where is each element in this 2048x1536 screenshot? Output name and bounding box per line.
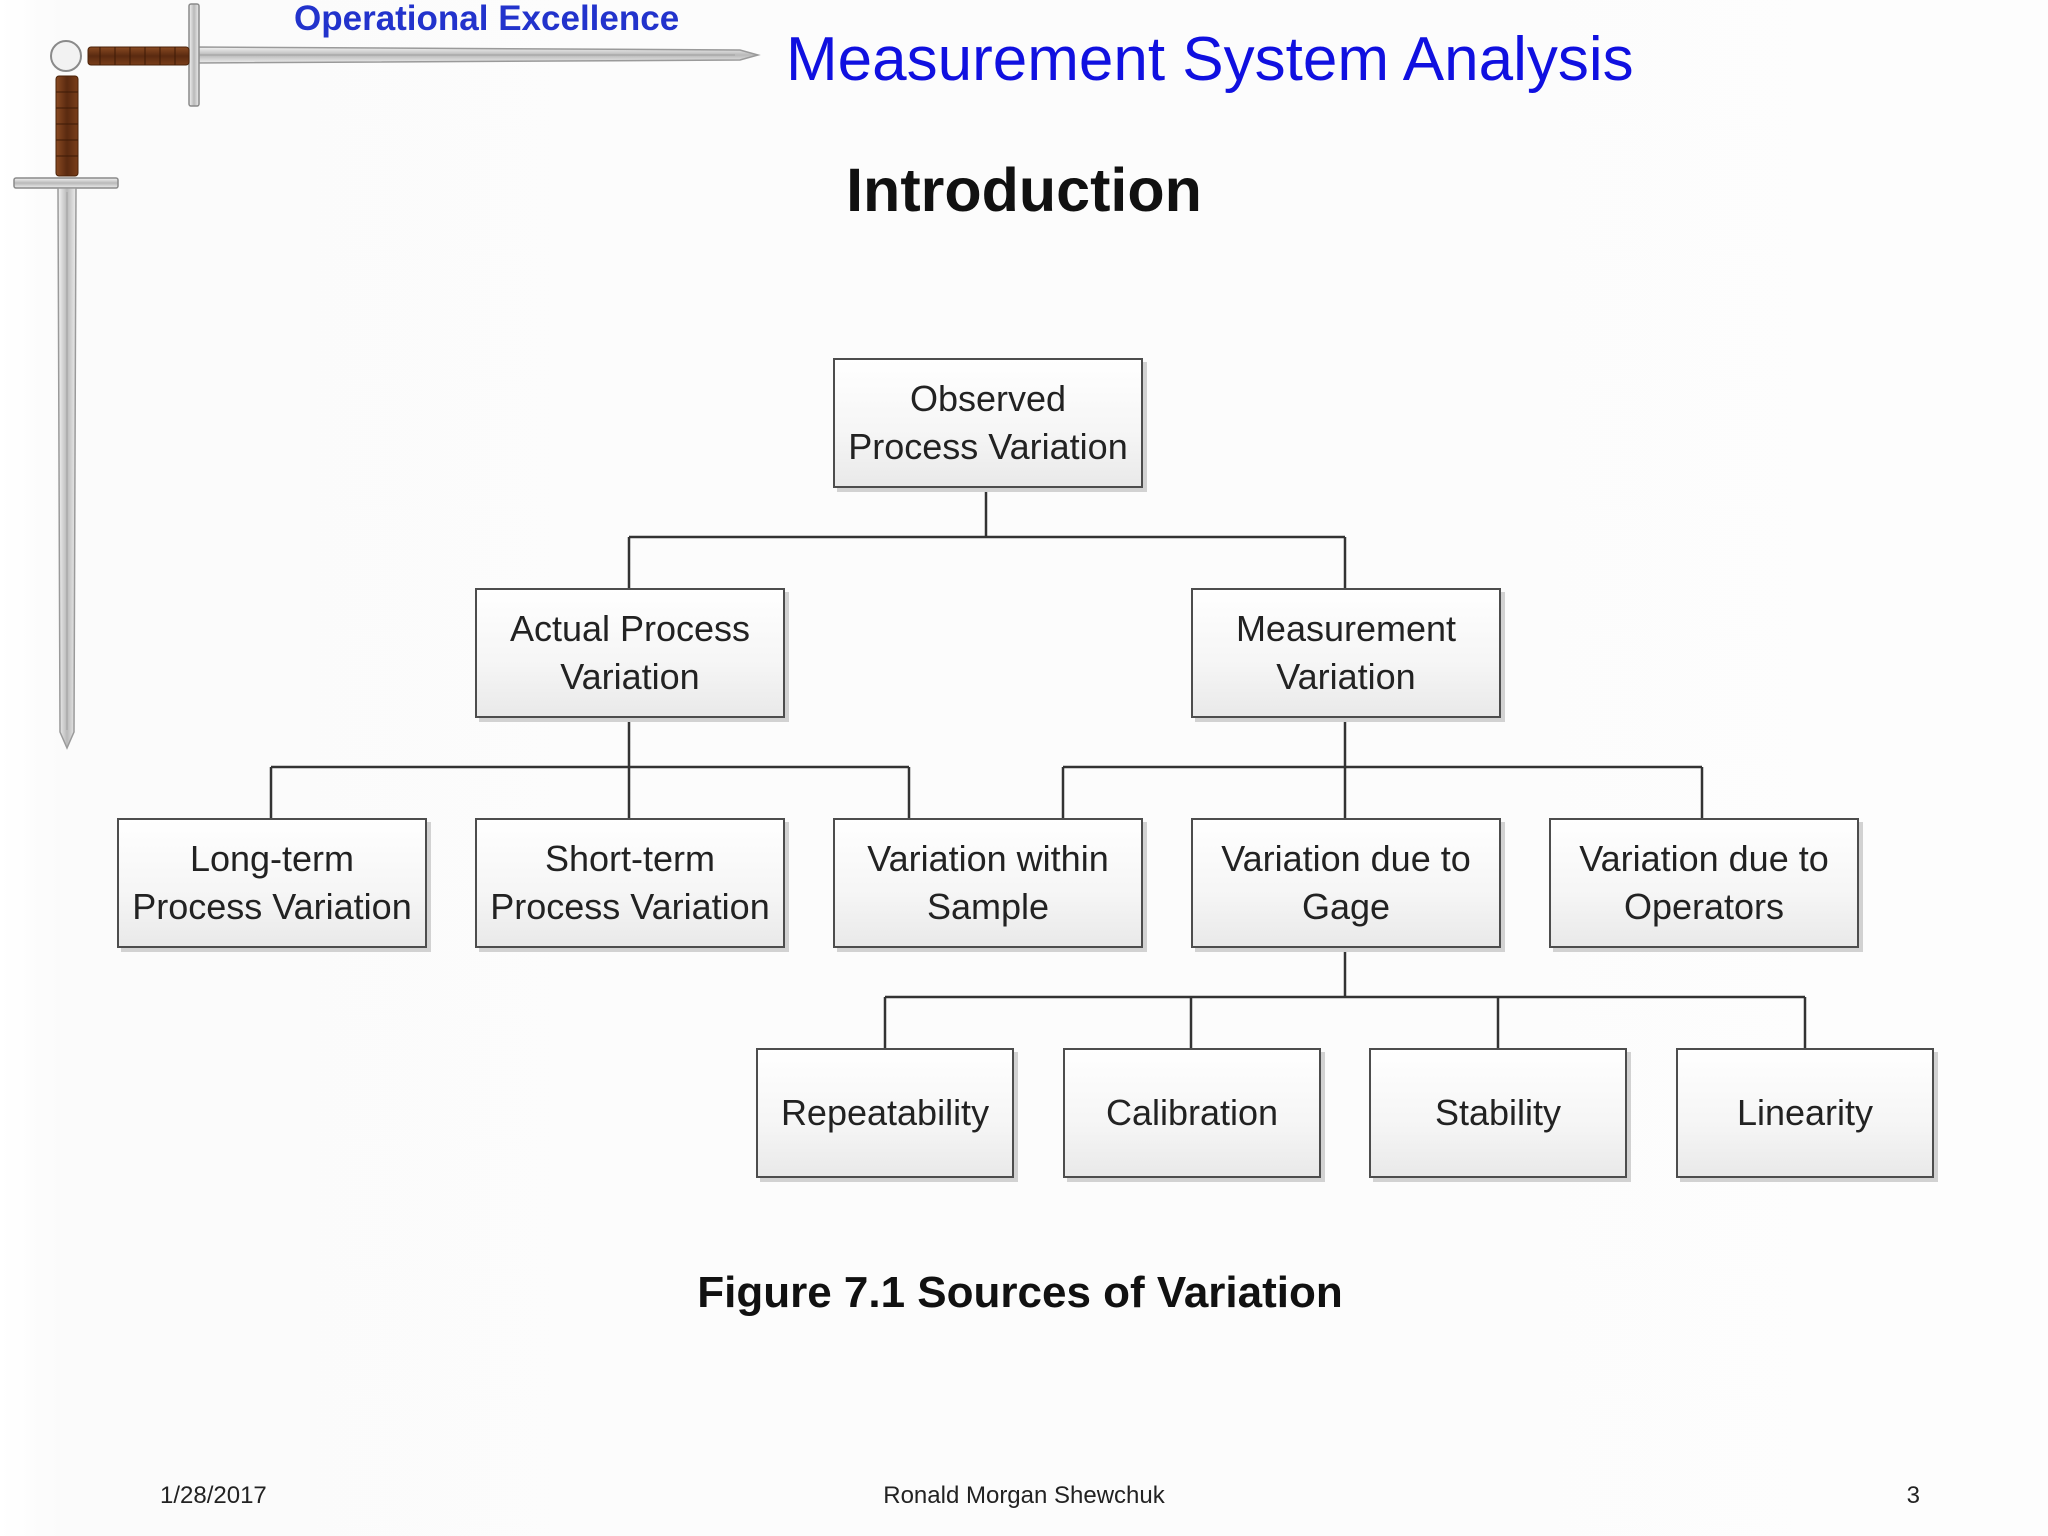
page-title: Measurement System Analysis xyxy=(786,25,1634,94)
node-observed-process-variation: Observed Process Variation xyxy=(833,358,1143,488)
page-number: 3 xyxy=(1906,1482,1920,1509)
node-measurement-variation: Measurement Variation xyxy=(1191,588,1501,718)
figure-caption: Figure 7.1 Sources of Variation xyxy=(697,1268,1343,1317)
section-title: Introduction xyxy=(846,156,1202,224)
footer-date: 1/28/2017 xyxy=(160,1482,267,1509)
brand-label: Operational Excellence xyxy=(294,0,680,38)
footer-author: Ronald Morgan Shewchuk xyxy=(883,1482,1165,1509)
node-short-term-process-variation: Short-term Process Variation xyxy=(475,818,785,948)
node-long-term-process-variation: Long-term Process Variation xyxy=(117,818,427,948)
node-variation-due-to-gage: Variation due to Gage xyxy=(1191,818,1501,948)
node-variation-due-to-operators: Variation due to Operators xyxy=(1549,818,1859,948)
node-linearity: Linearity xyxy=(1676,1048,1934,1178)
sword-logo-icon xyxy=(13,3,761,750)
node-repeatability: Repeatability xyxy=(756,1048,1014,1178)
node-calibration: Calibration xyxy=(1063,1048,1321,1178)
node-variation-within-sample: Variation within Sample xyxy=(833,818,1143,948)
node-actual-process-variation: Actual Process Variation xyxy=(475,588,785,718)
node-stability: Stability xyxy=(1369,1048,1627,1178)
